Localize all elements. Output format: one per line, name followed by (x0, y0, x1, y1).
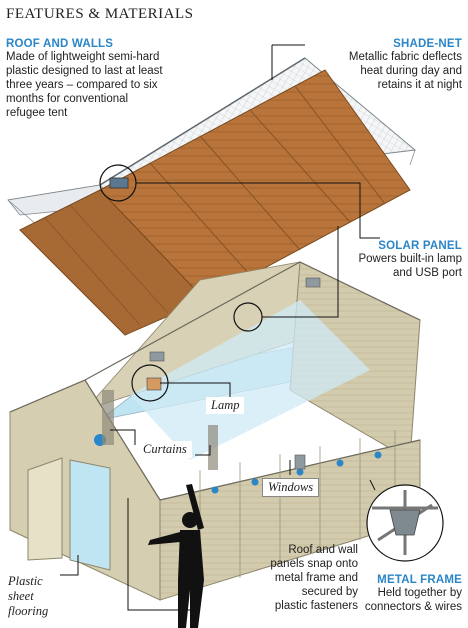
metal-frame-line: connectors & wires (364, 601, 462, 613)
metal-frame-line: Held together by (377, 587, 462, 599)
panels-snap-line: panels snap onto (270, 558, 358, 570)
lamp-label: Lamp (206, 397, 245, 414)
window-icon (294, 454, 306, 470)
panels-leader (127, 498, 200, 611)
flooring-leader (60, 555, 79, 576)
solar-leader (136, 182, 380, 239)
flooring-line: Plastic (8, 574, 43, 588)
flooring-block: Plastic sheet flooring (8, 574, 78, 619)
solar-panel-icon (109, 177, 129, 189)
roof-walls-block: ROOF AND WALLS Made of lightweight semi-… (6, 38, 206, 120)
metal-frame-block: METAL FRAME Held together by connectors … (332, 574, 462, 614)
metal-frame-detail (366, 484, 444, 562)
shade-net-frame-leader (262, 226, 339, 318)
shade-net-block: SHADE-NET Metallic fabric deflects heat … (302, 38, 462, 92)
shade-net-line: heat during day and (360, 65, 462, 77)
shade-net-heading: SHADE-NET (393, 38, 462, 50)
shelter-body (9, 261, 421, 601)
roof-walls-line: refugee tent (6, 107, 68, 119)
lamp-leader (160, 382, 231, 398)
metal-frame-heading: METAL FRAME (377, 574, 462, 586)
windows-label: Windows (262, 478, 320, 497)
flooring-line: flooring (8, 604, 49, 618)
roof-walls-line: plastic designed to last at least (6, 65, 163, 77)
panels-snap-line: metal frame and (274, 572, 358, 584)
roof-walls-heading: ROOF AND WALLS (6, 38, 114, 50)
solar-panel-block: SOLAR PANEL Powers built-in lamp and USB… (332, 240, 462, 280)
panels-snap-line: secured by (301, 586, 358, 598)
shade-net-line: Metallic fabric deflects (348, 51, 462, 63)
panels-snap-line: Roof and wall (288, 544, 358, 556)
roof-walls-line: three years – compared to six (6, 79, 158, 91)
page-title: FEATURES & MATERIALS (6, 6, 194, 22)
flooring-line: sheet (8, 589, 34, 603)
solar-panel-line: Powers built-in lamp (358, 253, 462, 265)
panels-snap-line: plastic fasteners (274, 600, 358, 612)
solar-panel-heading: SOLAR PANEL (378, 240, 462, 252)
lamp-icon (146, 377, 162, 391)
solar-panel-line: and USB port (392, 267, 462, 279)
curtains-label: Curtains (138, 441, 192, 458)
person-silhouette (148, 484, 204, 628)
curtains-leader (110, 429, 136, 445)
roof-walls-line: Made of lightweight semi-hard (6, 51, 160, 63)
shade-net-line: retains it at night (377, 79, 462, 91)
panels-snap-block: Roof and wall panels snap onto metal fra… (248, 543, 358, 613)
roof-panels (19, 69, 411, 336)
roof-walls-line: months for conventional (6, 93, 129, 105)
